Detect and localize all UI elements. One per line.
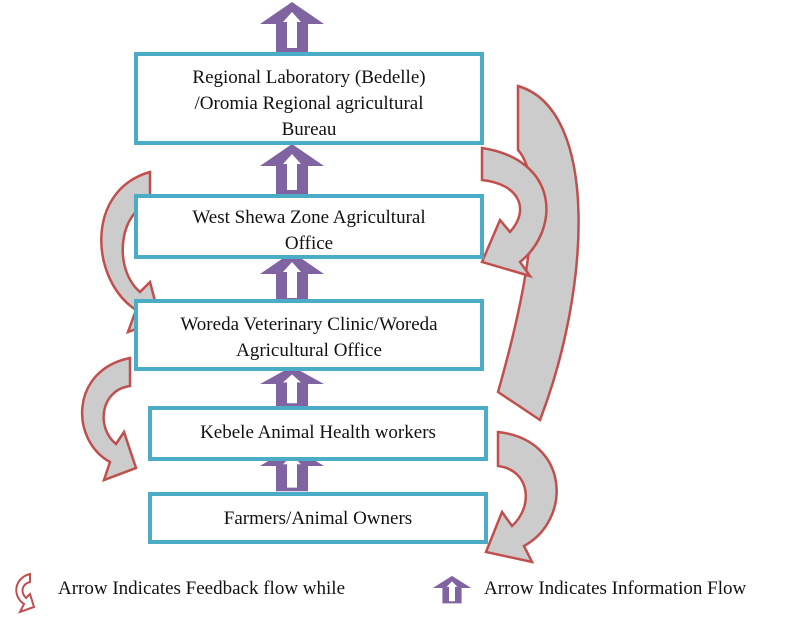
box-regional-line-1: Regional Laboratory (Bedelle) (192, 67, 426, 88)
legend-information-label: Arrow Indicates Information Flow (484, 578, 747, 599)
box-kebele-health-workers: Kebele Animal Health workers (148, 406, 488, 461)
box-kebele-line-1: Kebele Animal Health workers (200, 422, 436, 443)
info-arrow-zone-to-regional-icon (260, 144, 324, 194)
legend-feedback-arrow-icon (15, 572, 36, 614)
box-woreda-veterinary-clinic: Woreda Veterinary Clinic/Woreda Agricult… (134, 299, 484, 371)
box-regional-laboratory: Regional Laboratory (Bedelle) /Oromia Re… (134, 52, 484, 145)
box-woreda-line-1: Woreda Veterinary Clinic/Woreda (180, 314, 438, 335)
info-arrow-woreda-to-zone-icon (260, 252, 324, 302)
box-farmers-line-1: Farmers/Animal Owners (223, 508, 413, 529)
box-regional-line-3: Bureau (281, 119, 337, 140)
box-farmers-animal-owners: Farmers/Animal Owners (148, 492, 488, 544)
feedback-arrow-woreda-to-kebele-icon (80, 356, 138, 483)
feedback-arrow-regional-to-zone-icon (480, 146, 548, 279)
info-arrow-top-icon (260, 2, 324, 52)
box-zone-line-1: West Shewa Zone Agricultural (192, 207, 426, 228)
box-woreda-line-2: Agricultural Office (236, 340, 382, 361)
info-arrow-kebele-to-woreda-icon (260, 366, 324, 407)
legend-feedback-label: Arrow Indicates Feedback flow while (58, 578, 346, 599)
box-regional-line-2: /Oromia Regional agricultural (194, 93, 424, 114)
box-zone-line-2: Office (284, 233, 334, 254)
feedback-arrow-kebele-to-farmers-icon (484, 430, 558, 564)
feedback-arrow-zone-to-woreda-icon (100, 170, 162, 335)
legend-info-arrow-icon (432, 575, 472, 604)
box-zone-agricultural-office: West Shewa Zone Agricultural Office (134, 194, 484, 259)
